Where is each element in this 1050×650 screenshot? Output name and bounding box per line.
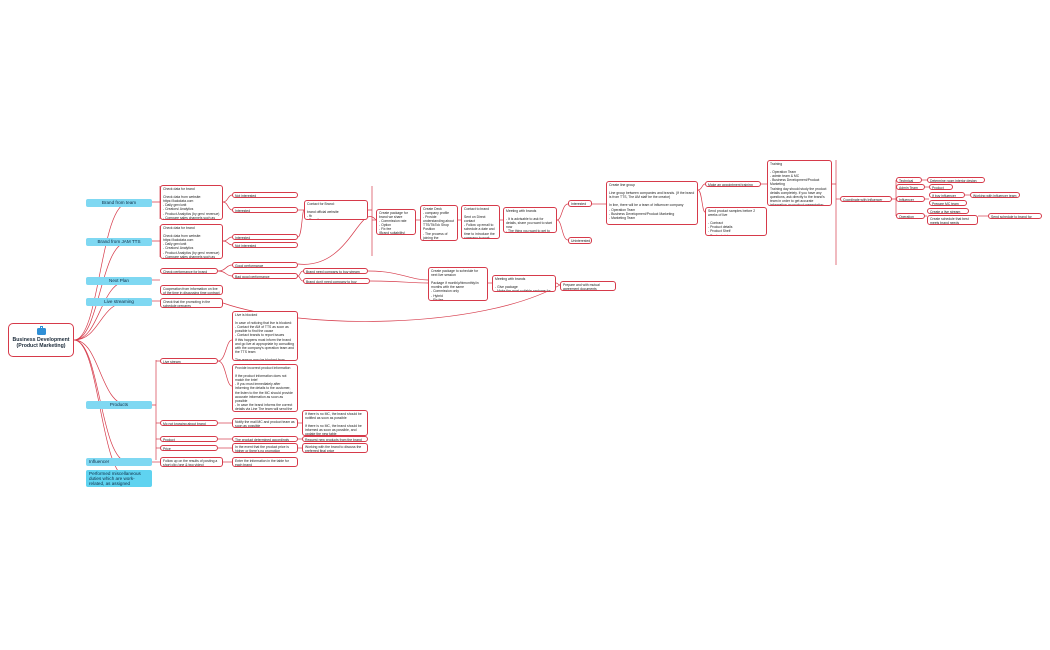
create-best-schedule[interactable]: Create schedule that best meets brand ne… [927, 215, 978, 225]
coordinate-influencer-team[interactable]: Coordinate with Influencer Team [840, 196, 892, 202]
incorrect-product-info[interactable]: Provide incorrect product information If… [232, 364, 298, 412]
brand-need-buy-stream[interactable]: Brand need company to buy stream [303, 268, 368, 274]
check-data-jam[interactable]: Check data for brand Check data from web… [160, 224, 223, 259]
send-product-samples[interactable]: Send product samples before 2 weeks of l… [705, 207, 767, 236]
category-products[interactable]: Products [86, 401, 152, 409]
central-topic-line1: Business Development [12, 337, 70, 343]
category-influencer[interactable]: Influencer [86, 458, 152, 466]
check-performance[interactable]: Check performance for brand [160, 268, 218, 274]
not-interested-1[interactable]: Not interested [232, 192, 298, 198]
notify-mc[interactable]: Notify the mail MC and product team as s… [232, 418, 298, 428]
request-new-products[interactable]: Request new products from the brand [302, 436, 368, 442]
determine-room-design[interactable]: Determine room interior design [927, 177, 985, 183]
influencer-team[interactable]: Influencer Team [896, 196, 925, 202]
product-bank[interactable]: Product Bank [929, 184, 953, 190]
interested-2[interactable]: Interested [232, 234, 298, 240]
contact-for-brand[interactable]: Contact for Brand: brand official websit… [304, 200, 368, 220]
training[interactable]: Training - Operation Team - admin team &… [767, 160, 832, 206]
interested-1[interactable]: Interested [232, 207, 298, 213]
category-brand-from-team[interactable]: Brand from team [86, 199, 152, 207]
create-package-brand[interactable]: Create package for brand we share - Comm… [376, 209, 416, 235]
create-deck[interactable]: Create Deck - company profile - Provide … [420, 205, 458, 241]
mc-not-knowing[interactable]: Mc not knowing about brand [160, 420, 218, 426]
create-line-group[interactable]: Create line group Line group between com… [606, 181, 698, 225]
live-is-blocked[interactable]: Live is blocked In case of noticing that… [232, 311, 298, 361]
prepare-agreement[interactable]: Prepare and with mutual agreement docume… [560, 281, 616, 291]
send-schedule-to-brand[interactable]: Send schedule to brand for review [988, 213, 1042, 219]
operation-team[interactable]: Operation Team [896, 213, 925, 219]
working-with-influencer-team[interactable]: Working with influencer team [970, 192, 1020, 198]
contact-to-brand[interactable]: Contact to brand Sent on Direct contact … [461, 205, 500, 239]
central-topic[interactable]: Business Development (Product Marketing) [8, 323, 74, 357]
category-performed-duties[interactable]: Performed miscellaneous duties which are… [86, 470, 152, 487]
bad-performance[interactable]: Bad good performance [232, 273, 298, 279]
prepare-mc-team[interactable]: Prepare MC team (Optional) [929, 200, 967, 206]
briefcase-icon [36, 326, 46, 335]
if-buy-influencer-package[interactable]: If buy influencer package [929, 192, 965, 198]
follow-up-clip[interactable]: Follow up on the results of posting a sh… [160, 457, 223, 467]
not-interested-2[interactable]: Not interested [232, 242, 298, 248]
check-data-team[interactable]: Check data for brand Check data from web… [160, 185, 223, 220]
make-appointment-training[interactable]: Make an appointment training products [705, 181, 761, 187]
cooperation-live-info[interactable]: Cooperation from information on live of … [160, 285, 223, 295]
product-determined[interactable]: The product determined accordingly [232, 436, 298, 442]
enter-info-table[interactable]: Enter the information in the table for e… [232, 457, 298, 467]
category-livestreaming[interactable]: Live streaming [86, 298, 152, 306]
price-higher[interactable]: In the event that the product price is h… [232, 443, 298, 453]
good-performance[interactable]: Good performance [232, 262, 298, 268]
create-live-schedule[interactable]: Create a live stream schedule [927, 208, 969, 214]
meeting-give-package[interactable]: Meeting with brands - Give package - Mak… [492, 275, 556, 292]
price[interactable]: Price [160, 445, 218, 451]
create-package-next-session[interactable]: Create package to schedule for next live… [428, 267, 488, 301]
brand-dont-need-stream[interactable]: Brand don't need company to buy stream [303, 278, 370, 284]
technical-team[interactable]: Technical Team [896, 177, 922, 183]
discuss-final-price[interactable]: Working with the brand to discuss the pr… [302, 443, 368, 453]
meeting-with-brands[interactable]: Meeting with brands - It is advisable to… [503, 207, 557, 233]
if-no-mc[interactable]: If there is no MC, the brand should be n… [302, 410, 368, 436]
interested-3[interactable]: Interested [568, 200, 592, 207]
product[interactable]: Product [160, 436, 218, 442]
check-live-schedule[interactable]: Check that the promoting in the schedule… [160, 298, 223, 308]
uninterested[interactable]: Uninterested [568, 237, 592, 244]
category-next-plan[interactable]: Next Plan [86, 277, 152, 285]
live-stream[interactable]: Live stream [160, 358, 218, 364]
admin-team[interactable]: Admin Team (LIVE) [896, 184, 925, 190]
central-topic-line2: (Product Marketing) [16, 343, 66, 349]
category-brand-from-jam[interactable]: Brand from JAM TTS [86, 238, 152, 246]
